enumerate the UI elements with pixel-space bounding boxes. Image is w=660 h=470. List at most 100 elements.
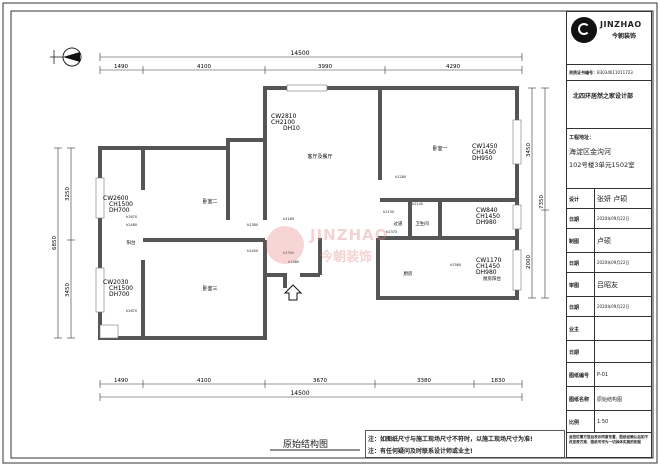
tb-row: 日期 2020年09月22日 [567, 252, 651, 272]
tb-row-label: 日期 [569, 217, 580, 223]
height-tag: h2670 [126, 309, 137, 313]
tb-row-label: 日期 [569, 305, 580, 311]
window-spec: CW2600 [103, 195, 129, 202]
tb-row-label: 图纸名称 [569, 397, 590, 403]
window-spec: CW840 [476, 207, 498, 214]
tb-row-value: P-01 [597, 372, 609, 378]
window-spec: CW2810 [271, 113, 297, 120]
tb-row-label: 比例 [569, 420, 580, 426]
tb-row-value: 2020年09月22日 [597, 216, 630, 221]
height-tags: h2670 h2480 h2380 h2180 h2390 h2400 h213… [126, 175, 461, 313]
room-living: 客厅及餐厅 [307, 153, 332, 160]
dim-left-total: 6850 [52, 236, 58, 250]
tb-row: 设计 张妍 卢硕 [567, 188, 651, 208]
room-bed1: 卧室一 [432, 145, 447, 152]
height-tag: h2400 [247, 249, 258, 253]
note-line-2: 注：有任何疑问及时联系设计师或业主! [368, 448, 473, 455]
cert-row: 资质证书编号： B3034611011723 [567, 64, 651, 80]
company-logo: JINZHAO 今朝装饰 [569, 15, 649, 49]
dim-top-seg: 4290 [446, 64, 460, 70]
tb-row-label: 日期 [569, 261, 580, 267]
dim-right-seg: 3450 [526, 143, 532, 157]
inner-frame [10, 10, 654, 459]
tb-row-label: 制图 [569, 239, 580, 245]
tb-row-value: 2020年09月22日 [597, 260, 630, 265]
walls [98, 86, 519, 340]
window-specs: CW2810 CH2100 DH10 CW1450 CH1450 DH950 C… [103, 113, 502, 298]
dim-bottom-seg: 4100 [197, 378, 211, 384]
window-spec: DH980 [476, 219, 497, 226]
dim-right-seg: 2000 [526, 255, 532, 269]
tb-footer-text: 会签栏需方签后表示同意布置、图纸经确认后如不改变原方案、图纸可作为一切具体实施的… [569, 435, 649, 444]
cert-value: B3034611011723 [597, 70, 633, 75]
brand-name-cn: 今朝装饰 [612, 33, 637, 40]
height-tag: h2480 [288, 260, 299, 264]
window-spec: DH980 [476, 269, 497, 276]
tb-column-divider [594, 188, 595, 432]
window-marks [95, 84, 522, 339]
tb-footer: 会签栏需方签后表示同意布置、图纸经确认后如不改变原方案、图纸可作为一切具体实施的… [567, 432, 651, 458]
watermark-house-icon [266, 226, 304, 264]
room-bath: 卫生间 [415, 220, 429, 227]
watermark-logo: JINZHAO 今朝装饰 [262, 222, 422, 272]
tb-row: 日期 [567, 340, 651, 362]
room-kitchen-balcony: 厨房阳台 [483, 275, 501, 282]
watermark-brand: JINZHAO [310, 226, 389, 244]
watermark-brand-cn: 今朝装饰 [320, 250, 373, 265]
room-bed3: 卧室三 [202, 285, 217, 292]
caption-underline [270, 449, 360, 451]
address-line-2: 102号楼3单元1502室 [569, 161, 635, 169]
height-tag: h2140 [412, 202, 423, 206]
room-kitchen: 厨房 [404, 270, 413, 277]
tb-row-label: 图纸编号 [569, 373, 590, 379]
dim-top-seg: 3990 [318, 64, 332, 70]
window-spec: DH700 [109, 291, 130, 298]
tb-row: 日期 2020年09月22日 [567, 208, 651, 228]
tb-row-value: 原始结构图 [597, 397, 623, 403]
height-tag: h2370 [386, 230, 397, 234]
dim-top-total: 14500 [290, 50, 309, 57]
room-balcony: 阳台 [127, 239, 136, 246]
brand-logo-icon [571, 17, 597, 43]
height-tag: h2380 [247, 223, 258, 227]
tb-row: 审图 吕昭友 [567, 272, 651, 296]
dim-right-total: 7350 [539, 195, 545, 209]
dimension-top [99, 53, 523, 74]
note-line-1: 注：如图纸尺寸与施工现场尺寸不符时，以施工现场尺寸为准! [368, 436, 533, 443]
dimension-bottom [99, 380, 523, 401]
dept-row: 北四环居然之家设计部 [567, 80, 651, 128]
room-corridor: 过道 [394, 220, 403, 227]
tb-row: 业主 [567, 316, 651, 340]
dim-bottom-seg: 3670 [313, 378, 327, 384]
dim-left-seg: 3250 [65, 187, 71, 201]
window-spec: CH1500 [109, 201, 133, 208]
brand-name: JINZHAO [600, 20, 642, 29]
height-tag: h2280 [395, 175, 406, 179]
tb-row-value: 张妍 卢硕 [597, 195, 628, 203]
dimension-left [54, 147, 75, 339]
dim-bottom-seg: 1490 [114, 378, 128, 384]
address-label: 工程地址： [569, 135, 595, 141]
north-arrow-icon [50, 47, 82, 67]
dept-name: 北四环居然之家设计部 [573, 93, 634, 100]
dim-top-seg: 1490 [114, 64, 128, 70]
tb-row: 日期 2020年09月22日 [567, 296, 651, 316]
window-spec: DH10 [283, 125, 300, 132]
tb-row: 比例 1:50 [567, 410, 651, 432]
notes-frame [365, 430, 565, 458]
tb-row: 图纸名称 原始结构图 [567, 386, 651, 410]
height-tag: h2670 [126, 215, 137, 219]
tb-row-label: 日期 [569, 350, 580, 356]
window-spec: CH1450 [476, 213, 500, 220]
window-spec: CW1170 [476, 257, 502, 264]
height-tag: h2180 [283, 217, 294, 221]
dim-left-seg: 3450 [65, 283, 71, 297]
tb-row-label: 审图 [569, 283, 580, 289]
tb-row: 制图 卢硕 [567, 228, 651, 252]
height-tag: h2560 [450, 263, 461, 267]
dim-bottom-total: 14500 [290, 390, 309, 397]
tb-row-value: 吕昭友 [597, 281, 618, 289]
tb-row: 图纸编号 P-01 [567, 362, 651, 386]
